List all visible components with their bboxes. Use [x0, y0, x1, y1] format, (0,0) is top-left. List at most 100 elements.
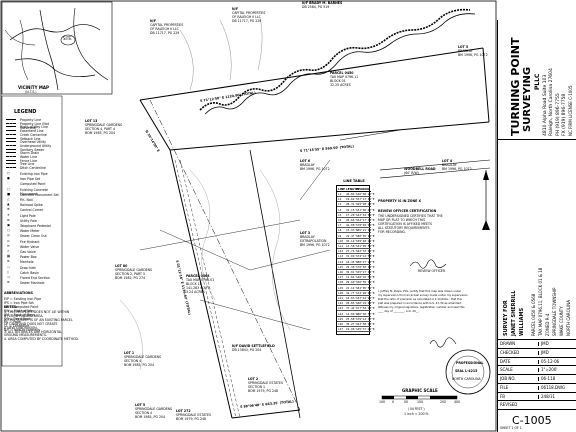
legend-point-label: Drop Inlet	[20, 265, 36, 270]
plan-label-line: BOM 1979, PG 248	[176, 417, 207, 421]
field-value: 1"=200'	[538, 368, 557, 373]
line-table-cell: S78°40'02"E	[356, 223, 375, 228]
line-table-cell: S48°16'35"E	[356, 275, 375, 280]
project-title-1: SURVEY FOR	[503, 300, 509, 336]
line-table-cell: L5	[338, 212, 342, 217]
line-table-cell: 19.96'	[346, 327, 357, 332]
legend-title: LEGEND	[14, 109, 37, 115]
legend-point-item: ⊕Control Corner	[4, 208, 62, 213]
line-table-cell: L11	[338, 244, 344, 248]
line-table-cell: S79°14'33"E	[356, 316, 375, 321]
legend-point-symbol: △	[7, 197, 10, 201]
legend-point-item: ▯Catch Basin	[4, 270, 62, 276]
line-table-cell: 39.91'	[346, 270, 357, 274]
note-line: A NEW SUBDIVISION.	[4, 325, 38, 330]
abbrev-item: IPS = Iron Pipe Set	[4, 300, 34, 305]
plan-label-line: 141,283 SQ.FT.	[186, 286, 211, 290]
review-line: ALL STATUTORY REQUIREMENTS	[378, 226, 430, 230]
surveyor-line: I, Jeffrey M. Davis, PLS, certify that t…	[378, 289, 462, 293]
line-table-cell: S46°58'25"E	[356, 192, 375, 196]
legend-point-item: ⊗Utility Pole	[4, 218, 62, 224]
plan-label-line: DB 2584, PG 519	[302, 5, 330, 9]
zone-note: PROPERTY IS IN ZONE X	[378, 199, 421, 203]
legend-point-symbol: ▦	[7, 254, 11, 259]
line-table-cell: 18.45'	[346, 259, 357, 264]
plan-label-line: TAX MAP 0798.01	[186, 278, 215, 282]
legend-point-symbol: ⊙	[7, 238, 10, 243]
legend-line-item: Storm Drain	[4, 151, 62, 156]
legend-point-item: ⊚Manhole	[4, 260, 62, 265]
seal-name: SEAL L-4215	[455, 369, 478, 373]
plan-label-line: LOT 5	[135, 403, 146, 407]
line-table-cell: 36.12'	[346, 238, 357, 243]
line-table-header: BEARING	[356, 187, 371, 191]
line-table-cell: N86°30'57"E	[356, 311, 375, 316]
legend-line-symbol	[6, 119, 16, 122]
field-label: SCALE	[500, 367, 513, 373]
line-table-cell: 31.09'	[346, 254, 357, 259]
line-table-cell: S51°06'47"E	[356, 207, 375, 212]
plan-label-line: BM 1996, PG 1072	[300, 243, 330, 247]
line-table-cell: L2	[338, 197, 342, 202]
legend-line-symbol	[6, 159, 16, 163]
scale-title: GRAPHIC SCALE	[402, 388, 438, 393]
line-table-cell: S62°33'06"E	[356, 249, 375, 254]
legend-point-item: ▣Telephone Pedestal	[4, 223, 62, 229]
company-name-3: PLLC	[534, 73, 541, 90]
field-label: JOB NO.	[500, 376, 516, 381]
seal-title: PROFESSIONAL	[456, 361, 484, 365]
plan-label-line: LOT 272	[176, 409, 191, 413]
legend-line-item: Creek Centerline	[4, 133, 62, 138]
line-table-cell: S57°13'41"E	[356, 197, 375, 202]
legend-point-item: ⊛Sewer Manhole	[4, 280, 62, 286]
legend-point-item: ○Existing Iron Pipe	[4, 171, 62, 177]
line-table-cell: 34.77'	[346, 290, 357, 295]
legend-line-item: Setback Line	[4, 137, 62, 142]
line-table-cell: S43°52'09"E	[356, 212, 375, 217]
line-table-cell: S60°19'48"E	[356, 301, 375, 306]
survey-linework	[0, 0, 497, 432]
legend-point-symbol: ▣	[7, 223, 11, 227]
plan-label-line: PARCEL 0450	[330, 71, 354, 75]
plan-label-line: BRADLAY	[458, 49, 473, 53]
surveyor-line: Witness my original signature, registrat…	[378, 305, 465, 309]
line-table-cell: L7	[338, 223, 342, 228]
review-line: MAP OR PLAT TO WHICH THIS	[378, 218, 426, 222]
legend-point-item: ◦Computed Point	[4, 182, 62, 187]
line-table-cell: L20	[338, 290, 344, 295]
line-table-cell: S41°09'51"E	[356, 244, 375, 248]
project-info-3: ZONED R-4	[545, 313, 550, 336]
legend-point-label: Water Meter	[20, 229, 40, 234]
line-table-cell: L21	[338, 296, 344, 300]
legend-point-label: P.K. Nail	[20, 198, 33, 202]
legend-line-symbol	[6, 144, 16, 148]
line-table-cell: L16	[338, 270, 344, 274]
field-label: DATE	[500, 358, 511, 364]
plan-label-line: LOT 6	[300, 159, 311, 163]
field-value: 248/31	[538, 394, 555, 399]
legend-point-item: ◁Flared End Section	[4, 275, 62, 281]
legend-point-label: Gas Valve	[20, 250, 36, 254]
field-label: REVISED	[500, 402, 518, 408]
legend-line-item: Right-of-Way Line	[4, 125, 62, 130]
legend-point-symbol: ⊕	[7, 207, 10, 212]
line-table-cell: 28.31'	[346, 202, 357, 207]
field-label: CHECKED	[500, 349, 520, 355]
line-table-cell: 30.27'	[346, 322, 357, 326]
plan-label-line: N/F	[150, 19, 157, 23]
review-line: THE UNDERSIGNED CERTIFIES THAT THE	[378, 214, 443, 218]
line-table-cell: S45°37'29"E	[356, 327, 375, 332]
line-table-cell: L18	[338, 280, 344, 285]
plan-label-line: 3.24 ACRES	[186, 290, 205, 294]
plan-label-line: LOT 13	[85, 119, 98, 123]
legend-line-label: Sanitary Sewer	[20, 147, 45, 152]
legend-point-item: △ P.K. Nail	[4, 197, 62, 203]
line-table-cell: L23	[338, 306, 344, 311]
scale-tick-label: 100	[379, 400, 386, 404]
